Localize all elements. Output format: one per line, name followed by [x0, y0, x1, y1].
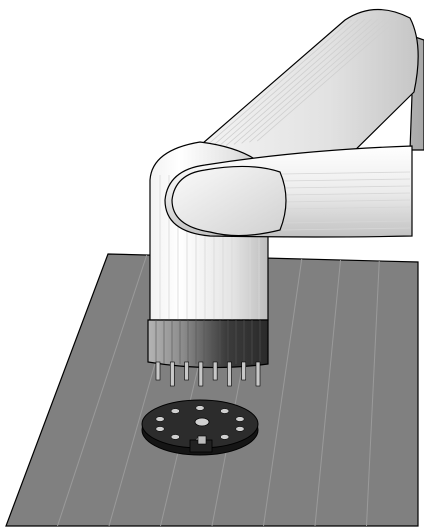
tube-base: [147, 319, 269, 369]
forearm-shading-line: [281, 213, 411, 217]
upper-arm-shading-line: [225, 18, 372, 146]
upper-arm-shading-line: [233, 18, 379, 145]
tube-pins: [155, 361, 261, 387]
forearm-shading-line: [281, 199, 411, 203]
socket-hole: [235, 426, 245, 432]
socket-hole: [155, 416, 165, 422]
upper-arm-shading-line: [218, 19, 366, 147]
tube-socket: [141, 399, 259, 456]
forearm-shading-line: [281, 192, 411, 196]
socket-hole: [220, 434, 230, 440]
tube-pin: [155, 361, 161, 381]
tube-base-shading-lines: [155, 320, 261, 364]
board-grid-line: [366, 260, 380, 527]
upper-arm-shading-line: [249, 18, 392, 143]
socket-key-notch: [197, 435, 207, 445]
tube-pin: [169, 361, 175, 387]
forearm-shading-line: [281, 220, 411, 224]
tube-pin: [241, 361, 247, 381]
forearm-shading-line: [281, 185, 411, 189]
tube-pin: [255, 361, 261, 387]
socket-hole: [170, 408, 180, 414]
forearm-shading-line: [281, 206, 411, 210]
board-grid-line: [314, 259, 341, 527]
tube-pin: [184, 361, 189, 381]
upper-arm-shading-line: [241, 18, 386, 144]
forearm-shading-line: [281, 178, 411, 182]
upper-arm-shading-line: [210, 19, 359, 149]
board-grid-line: [263, 258, 303, 527]
board-surface: [5, 253, 419, 527]
circuit-board: [5, 253, 419, 527]
upper-arm-shading-line: [202, 19, 352, 150]
forearm-shading-lines: [281, 171, 411, 231]
socket-hole: [170, 434, 180, 440]
board-grid-line: [57, 254, 148, 527]
tube-pin: [198, 361, 204, 387]
forearm-shading-line: [281, 227, 411, 231]
socket-hole: [195, 405, 205, 411]
socket-hole: [155, 426, 165, 432]
tube-pin: [212, 361, 218, 381]
socket-hole: [235, 416, 245, 422]
socket-center-hole: [194, 417, 210, 427]
upper-arm-shading-lines: [202, 17, 399, 150]
forearm-shading-line: [281, 171, 411, 175]
socket-hole: [220, 408, 230, 414]
tube-pin: [227, 361, 232, 387]
upper-arm-shading-line: [256, 17, 399, 142]
robot-forearm: [164, 145, 413, 238]
board-grid-lines: [57, 254, 380, 527]
forearm-end-cap: [171, 165, 287, 237]
